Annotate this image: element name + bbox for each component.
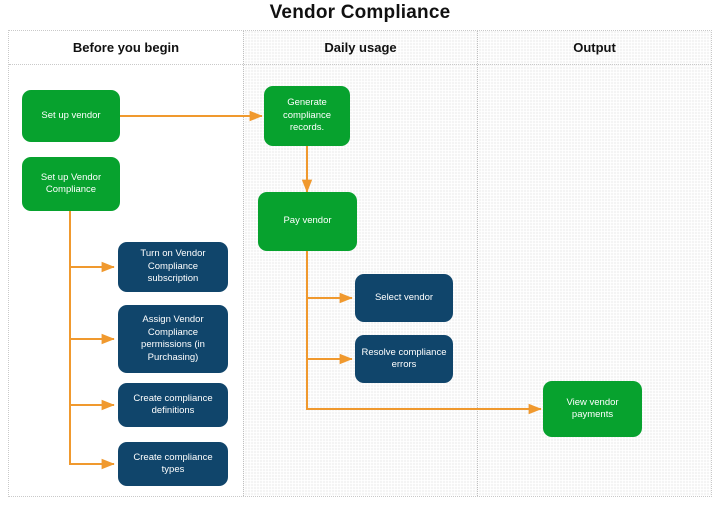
node-label: Resolve compliance errors [361, 346, 447, 371]
node-label: Create compliance types [133, 451, 213, 476]
node-label: Generate compliance records. [282, 97, 332, 134]
node-select-vendor[interactable]: Select vendor [355, 274, 453, 322]
page-title: Vendor Compliance [269, 2, 451, 23]
node-create-compliance-definitions[interactable]: Create compliance definitions [118, 383, 228, 427]
lane-header-before-you-begin: Before you begin [9, 31, 243, 65]
lane-header-daily-usage: Daily usage [244, 31, 477, 65]
node-label: Select vendor [374, 291, 434, 303]
node-assign-permissions[interactable]: Assign Vendor Compliance permissions (in… [118, 305, 228, 373]
node-label: Turn on Vendor Compliance subscription [140, 248, 206, 285]
node-set-up-vendor[interactable]: Set up vendor [22, 90, 120, 142]
node-generate-compliance-records[interactable]: Generate compliance records. [264, 86, 350, 146]
node-label: Set up Vendor Compliance [40, 171, 102, 196]
node-set-up-vendor-compliance[interactable]: Set up Vendor Compliance [22, 157, 120, 211]
node-create-compliance-types[interactable]: Create compliance types [118, 442, 228, 486]
node-label: Pay vendor [283, 215, 332, 227]
node-view-vendor-payments[interactable]: View vendor payments [543, 381, 642, 437]
node-label: Set up vendor [41, 109, 101, 121]
node-resolve-compliance-errors[interactable]: Resolve compliance errors [355, 335, 453, 383]
node-label: View vendor payments [566, 396, 619, 421]
node-label: Create compliance definitions [133, 392, 213, 417]
lane-header-output: Output [478, 31, 711, 65]
node-pay-vendor[interactable]: Pay vendor [258, 192, 357, 251]
node-label: Assign Vendor Compliance permissions (in… [141, 314, 205, 363]
node-turn-on-subscription[interactable]: Turn on Vendor Compliance subscription [118, 242, 228, 292]
